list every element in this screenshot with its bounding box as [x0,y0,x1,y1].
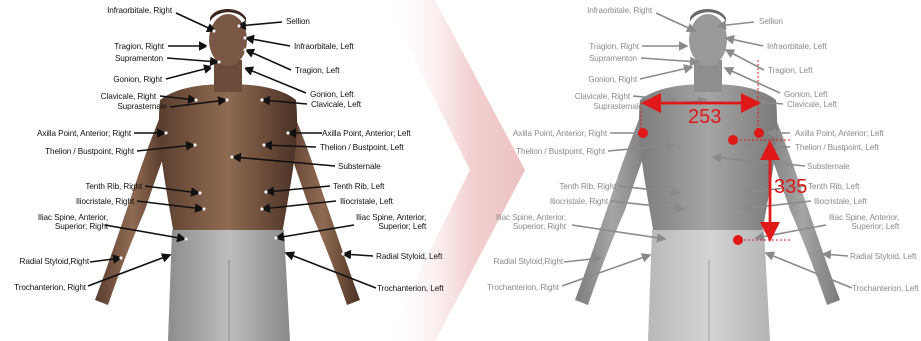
chest-width-value: 253 [688,106,721,129]
label-radial-right: Radial Styloid,Right [494,257,563,266]
measure-point-axilla-left [754,128,764,138]
label-trochanterion-right: Trochanterion, Right [14,283,86,292]
label-substernale: Substernale [807,162,850,171]
label-iliac-right-line2: Superior; Right [38,222,108,231]
label-axilla-left: Axilla Point, Anterior; Left [322,129,411,138]
label-clavicale-right: Clavicale, Right [101,92,156,101]
label-suprasternale: Suprasternale [593,102,643,111]
label-iliocristale-left: Iliocristale, Left [340,197,393,206]
label-iliac-right: Iliac Spine, Anterior, Superior; Right [496,213,566,231]
label-tenth-rib-right: Tenth Rib, Right [559,182,616,191]
label-iliac-right-line2: Superior; Right [496,222,566,231]
label-clavicale-left: Clavicale, Left [787,100,837,109]
measure-point-thelion [728,135,738,145]
label-trochanterion-left: Trochanterion, Left [377,284,444,293]
label-infraorbitale-left: Infraorbitale, Left [767,42,827,51]
label-radial-left: Radial Styloid, Left [850,252,916,261]
label-substernale: Substernale [338,162,381,171]
label-clavicale-right: Clavicale, Right [575,92,630,101]
label-gonion-left: Gonion, Left [784,90,827,99]
label-tragion-left: Tragion, Left [768,66,812,75]
label-axilla-right: Axilla Point, Anterior; Right [37,129,131,138]
label-iliac-left-line1: Iliac Spine, Anterior, [829,213,899,222]
label-sellion: Sellion [759,17,783,26]
label-tenth-rib-left: Tenth Rib, Left [333,182,384,191]
label-tenth-rib-left: Tenth Rib, Left [808,182,859,191]
label-infraorbitale-left: Infraorbitale, Left [294,42,354,51]
label-axilla-left: Axilla Point, Anterior; Left [795,129,884,138]
label-iliac-right-line1: Iliac Spine, Anterior, [496,213,566,222]
label-gonion-left: Gonion, Left [310,90,353,99]
label-thelion-right: Thelion / Bustpoint, Right [516,147,605,156]
label-trochanterion-left: Trochanterion, Left [852,284,919,293]
label-trochanterion-right: Trochanterion, Right [487,283,559,292]
label-sellion: Sellion [286,17,310,26]
label-iliac-left-line1: Iliac Spine, Anterior, [356,213,426,222]
label-supramenton: Supramenton [115,54,163,63]
label-infraorbitale-right: Infraorbitale, Right [587,6,652,15]
label-iliac-right: Iliac Spine, Anterior, Superior; Right [38,213,108,231]
label-radial-right: Radial Styloid,Right [20,257,89,266]
label-thelion-left: Thelion / Bustpoint, Left [795,143,879,152]
label-iliocristale-left: Iliocristale, Left [814,197,867,206]
label-iliac-left: Iliac Spine, Anterior, Superior; Left [829,213,899,231]
torso-height-value: 335 [774,176,807,199]
label-gonion-right: Gonion, Right [588,75,637,84]
label-infraorbitale-right: Infraorbitale, Right [107,6,172,15]
label-gonion-right: Gonion, Right [113,75,162,84]
measure-point-iliac [733,235,743,245]
label-thelion-left: Thelion / Bustpoint, Left [320,143,404,152]
label-tenth-rib-right: Tenth Rib, Right [85,182,142,191]
label-clavicale-left: Clavicale, Left [311,100,361,109]
label-iliocristale-right: Iliocristale, Right [550,197,608,206]
label-tragion-right: Tragion, Right [114,42,164,51]
label-tragion-right: Tragion, Right [589,42,639,51]
label-suprasternale: Suprasternale [117,102,167,111]
label-thelion-right: Thelion / Bustpoint, Right [45,147,134,156]
label-supramenton: Supramenton [589,54,637,63]
label-radial-left: Radial Styloid, Left [376,252,442,261]
label-iliac-left-line2: Superior; Left [356,222,426,231]
label-iliac-right-line1: Iliac Spine, Anterior, [38,213,108,222]
label-iliac-left-line2: Superior; Left [829,222,899,231]
label-iliocristale-right: Iliocristale, Right [76,197,134,206]
measure-point-axilla-right [638,128,648,138]
label-tragion-left: Tragion, Left [295,66,339,75]
label-axilla-right: Axilla Point, Anterior; Right [513,129,607,138]
label-iliac-left: Iliac Spine, Anterior, Superior; Left [356,213,426,231]
